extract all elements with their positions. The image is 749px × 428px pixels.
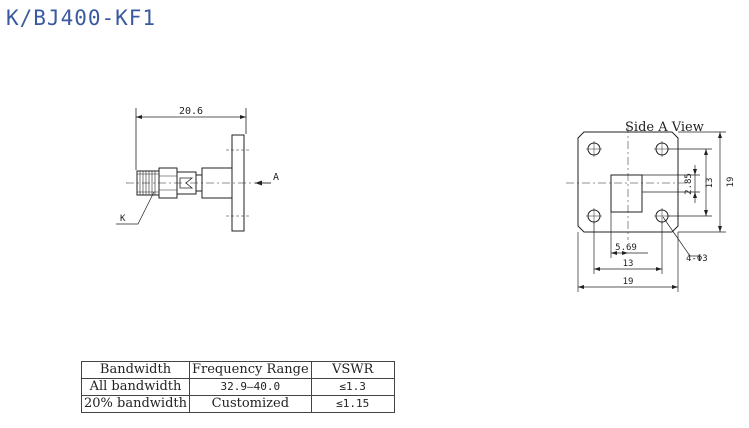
cell-frequency-range: 32.9–40.0 bbox=[189, 378, 312, 396]
connector-window bbox=[179, 177, 194, 189]
connector-label: K bbox=[120, 214, 126, 224]
hole-callout-label: 4-Φ3 bbox=[686, 254, 708, 264]
k-leader bbox=[116, 191, 155, 225]
header-vswr: VSWR bbox=[310, 361, 395, 379]
cell-bandwidth: 20% bandwidth bbox=[81, 395, 190, 413]
hole-spacing-v-dim-label: 13 bbox=[705, 178, 715, 189]
cell-vswr: ≤1.3 bbox=[310, 378, 395, 396]
page-title: K/BJ400-KF1 bbox=[6, 6, 157, 30]
flange-width-dim-label: 19 bbox=[623, 277, 634, 287]
view-arrow-icon bbox=[255, 180, 262, 186]
cell-frequency-range: Customized bbox=[189, 395, 312, 413]
pin-height-dim-label: 2.85 bbox=[684, 173, 694, 195]
header-frequency-range: Frequency Range bbox=[189, 361, 312, 379]
cell-bandwidth: All bandwidth bbox=[81, 378, 190, 396]
flange-view-caption: Side A View bbox=[625, 120, 704, 135]
header-bandwidth: Bandwidth bbox=[81, 361, 190, 379]
hole-spacing-h-dim-label: 13 bbox=[623, 259, 634, 269]
waveguide-pin bbox=[610, 174, 643, 213]
table-row: All bandwidth 32.9–40.0 ≤1.3 bbox=[81, 378, 395, 396]
flange-outline bbox=[577, 131, 679, 233]
view-marker-label: A bbox=[273, 172, 279, 183]
table-row: 20% bandwidth Customized ≤1.15 bbox=[81, 395, 395, 413]
side-view bbox=[116, 108, 271, 232]
pin-offset-dim-label: 5.69 bbox=[615, 243, 637, 253]
length-dim-label: 20.6 bbox=[179, 106, 203, 117]
hole-callout-leader bbox=[662, 216, 700, 257]
spec-table: Bandwidth Frequency Range VSWR All bandw… bbox=[81, 361, 395, 413]
flange-view bbox=[566, 125, 726, 292]
cell-vswr: ≤1.15 bbox=[310, 395, 395, 413]
table-header-row: Bandwidth Frequency Range VSWR bbox=[81, 361, 395, 379]
flange-height-dim-label: 19 bbox=[726, 177, 736, 188]
